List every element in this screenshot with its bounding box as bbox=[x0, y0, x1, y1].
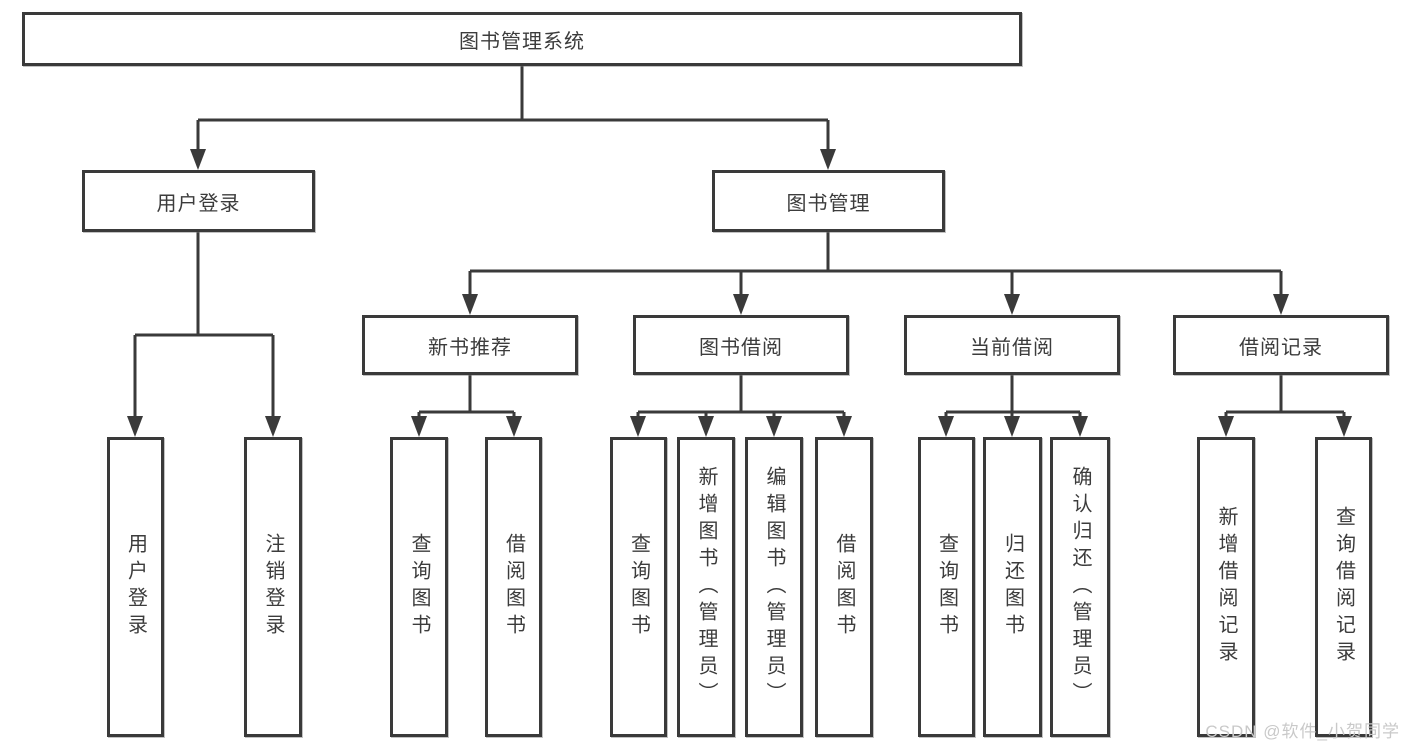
leaf-br-query-record: 查询借阅记录 bbox=[1315, 437, 1372, 737]
leaf-logout: 注销登录 bbox=[244, 437, 302, 737]
leaf-cb-confirm-return-admin-label: 确认归还（管理员） bbox=[1069, 465, 1091, 709]
leaf-bb-edit-book-admin: 编辑图书（管理员） bbox=[745, 437, 803, 737]
leaf-bb-add-book-admin-label: 新增图书（管理员） bbox=[695, 465, 717, 709]
csdn-watermark: CSDN @软件_小贺同学 bbox=[1205, 722, 1400, 741]
leaf-logout-label: 注销登录 bbox=[262, 533, 284, 641]
leaf-bb-edit-book-admin-label: 编辑图书（管理员） bbox=[763, 465, 785, 709]
leaf-br-add-record-label: 新增借阅记录 bbox=[1215, 506, 1237, 668]
node-book-management: 图书管理 bbox=[712, 170, 945, 232]
leaf-cb-return-books-label: 归还图书 bbox=[1001, 533, 1024, 641]
leaf-user-login: 用户登录 bbox=[107, 437, 164, 737]
node-library-management-system: 图书管理系统 bbox=[22, 12, 1022, 66]
node-user-login: 用户登录 bbox=[82, 170, 315, 232]
leaf-nb-borrow-books: 借阅图书 bbox=[485, 437, 542, 737]
leaf-nb-borrow-books-label: 借阅图书 bbox=[502, 533, 525, 641]
node-current-borrowing: 当前借阅 bbox=[904, 315, 1120, 375]
leaf-user-login-label: 用户登录 bbox=[124, 533, 147, 641]
node-new-book-recommend: 新书推荐 bbox=[362, 315, 578, 375]
leaf-cb-query-books-label: 查询图书 bbox=[935, 533, 958, 641]
node-book-borrowing: 图书借阅 bbox=[633, 315, 849, 375]
leaf-nb-query-books: 查询图书 bbox=[390, 437, 448, 737]
leaf-bb-query-books: 查询图书 bbox=[610, 437, 667, 737]
leaf-br-add-record: 新增借阅记录 bbox=[1197, 437, 1255, 737]
leaf-bb-add-book-admin: 新增图书（管理员） bbox=[677, 437, 735, 737]
leaf-cb-query-books: 查询图书 bbox=[918, 437, 975, 737]
node-borrowing-records: 借阅记录 bbox=[1173, 315, 1389, 375]
leaf-br-query-record-label: 查询借阅记录 bbox=[1332, 506, 1355, 668]
leaf-cb-confirm-return-admin: 确认归还（管理员） bbox=[1050, 437, 1110, 737]
leaf-cb-return-books: 归还图书 bbox=[983, 437, 1042, 737]
leaf-bb-borrow-books-label: 借阅图书 bbox=[833, 533, 855, 641]
leaf-bb-borrow-books: 借阅图书 bbox=[815, 437, 873, 737]
leaf-nb-query-books-label: 查询图书 bbox=[408, 533, 430, 641]
leaf-bb-query-books-label: 查询图书 bbox=[627, 533, 650, 641]
